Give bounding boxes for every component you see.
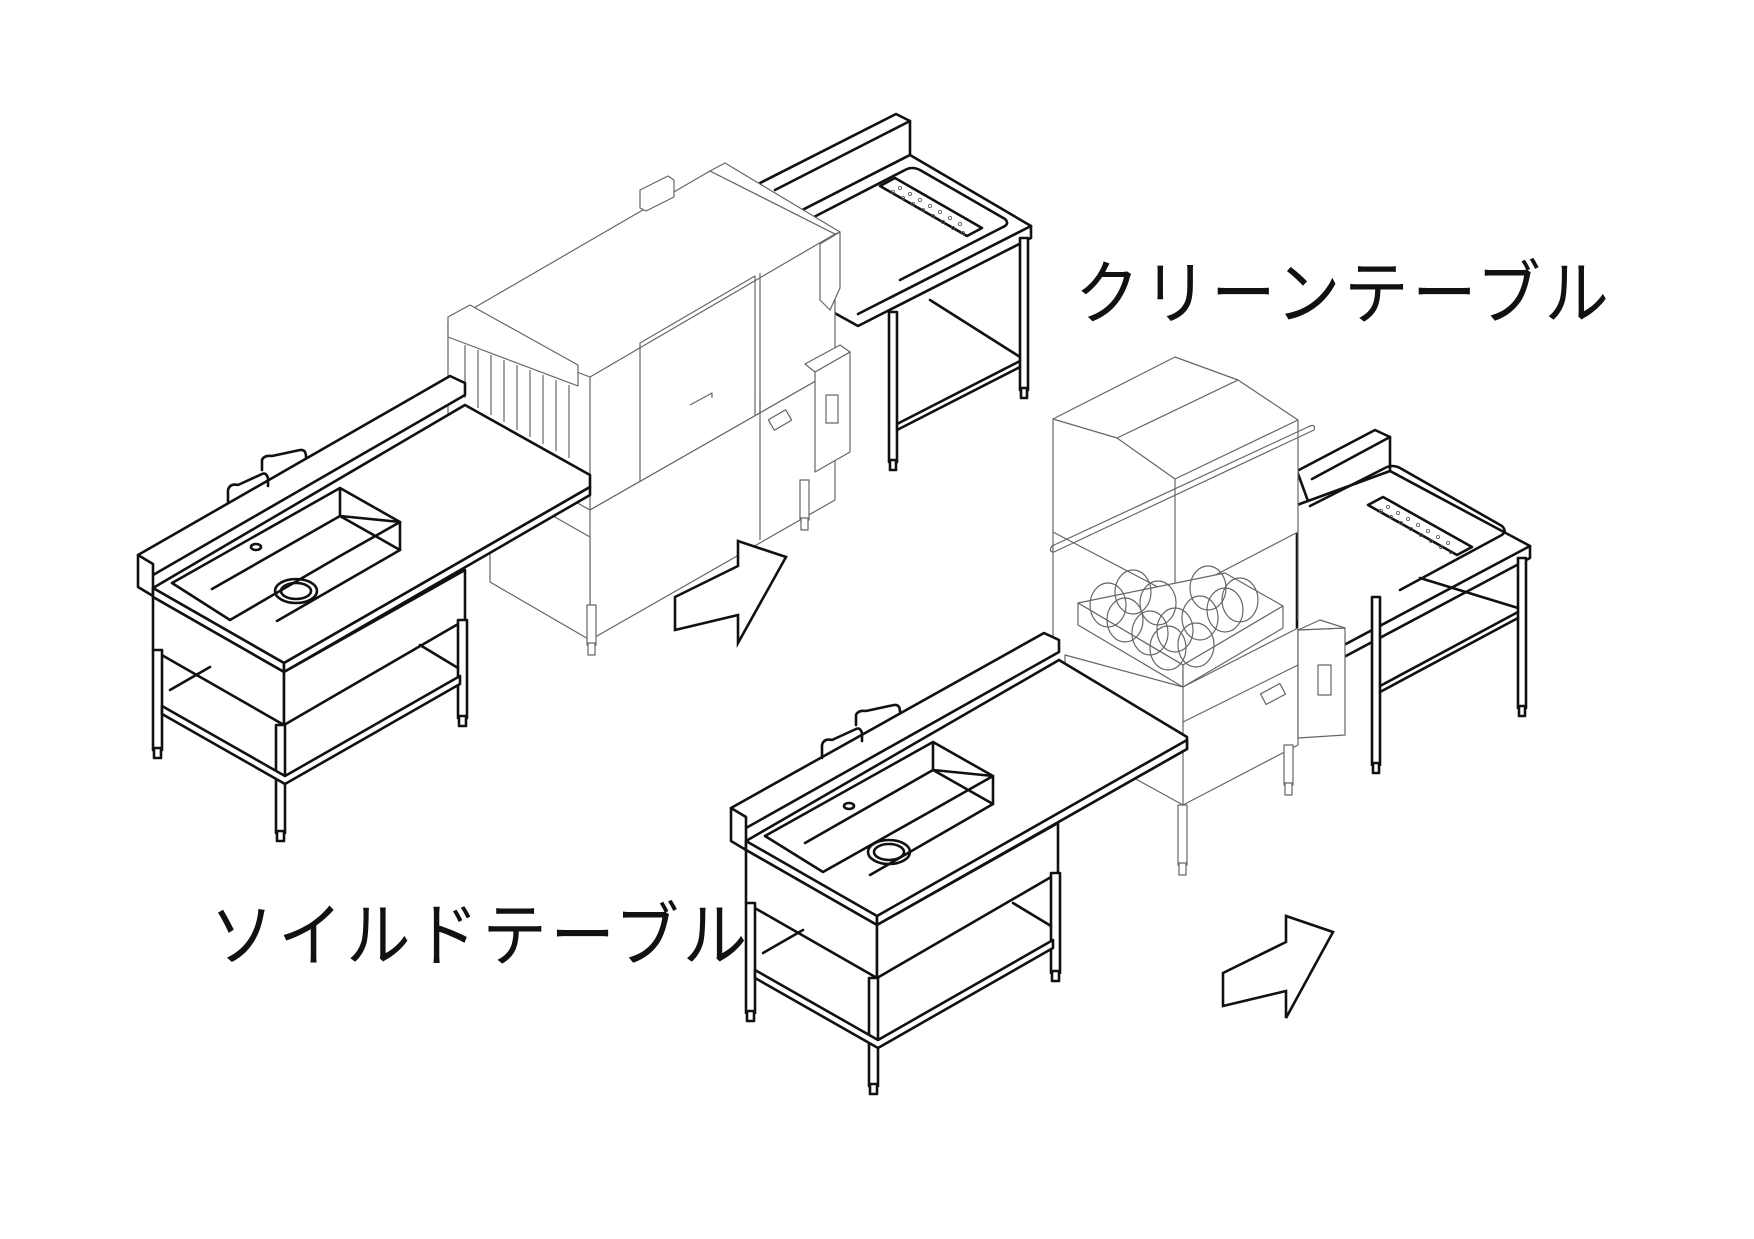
- soiled-table-sink-bottom: [729, 631, 1189, 1096]
- door-type-dishwasher: [1049, 356, 1346, 876]
- perforated-drain-icon: [1366, 495, 1474, 557]
- perforation-dots: [891, 185, 966, 235]
- soiled-table-sink-top: [136, 374, 592, 843]
- perforated-drain-icon: [878, 176, 984, 238]
- soiled-table-label: ソイルドテーブル: [210, 895, 751, 977]
- conveyor-layout: [136, 112, 1033, 843]
- flow-arrow-icon: [1221, 914, 1335, 1019]
- plates-in-rack: [1089, 565, 1259, 671]
- flow-arrow-icon: [673, 539, 788, 648]
- faucet-icon: [226, 472, 270, 505]
- door-handle: [1049, 424, 1316, 553]
- clean-table-bottom: [1295, 428, 1532, 775]
- faucet-icon: [820, 727, 864, 760]
- door-type-layout: [729, 356, 1532, 1096]
- clean-table-label: クリーンテーブル: [1075, 253, 1613, 335]
- conveyor-dishwasher: [447, 162, 851, 656]
